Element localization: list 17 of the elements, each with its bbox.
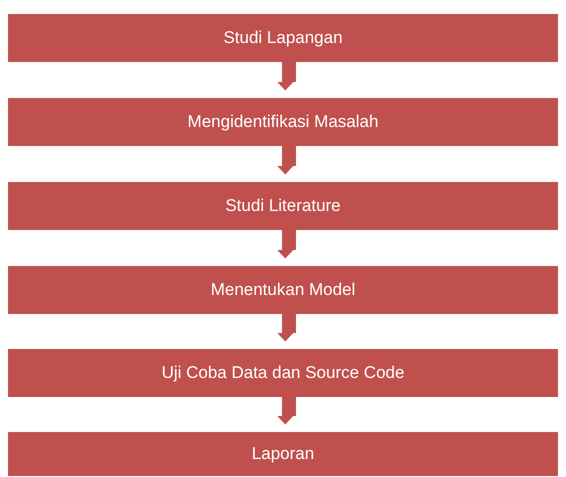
process-box	[8, 266, 558, 314]
process-box	[8, 432, 558, 476]
block-arrow	[277, 314, 296, 342]
process-box	[8, 182, 558, 230]
step-label: Mengidentifikasi Masalah	[188, 112, 378, 132]
process-box	[8, 98, 558, 146]
step-label: Studi Lapangan	[223, 28, 343, 48]
block-arrow	[277, 397, 296, 425]
step-label: Uji Coba Data dan Source Code	[162, 363, 404, 383]
block-arrow	[277, 62, 296, 91]
step-label: Laporan	[252, 444, 314, 464]
process-box	[8, 14, 558, 62]
block-arrow	[277, 230, 296, 259]
block-arrow	[277, 146, 296, 175]
step-label: Studi Literature	[225, 196, 341, 216]
process-box	[8, 349, 558, 397]
step-label: Menentukan Model	[210, 280, 356, 300]
